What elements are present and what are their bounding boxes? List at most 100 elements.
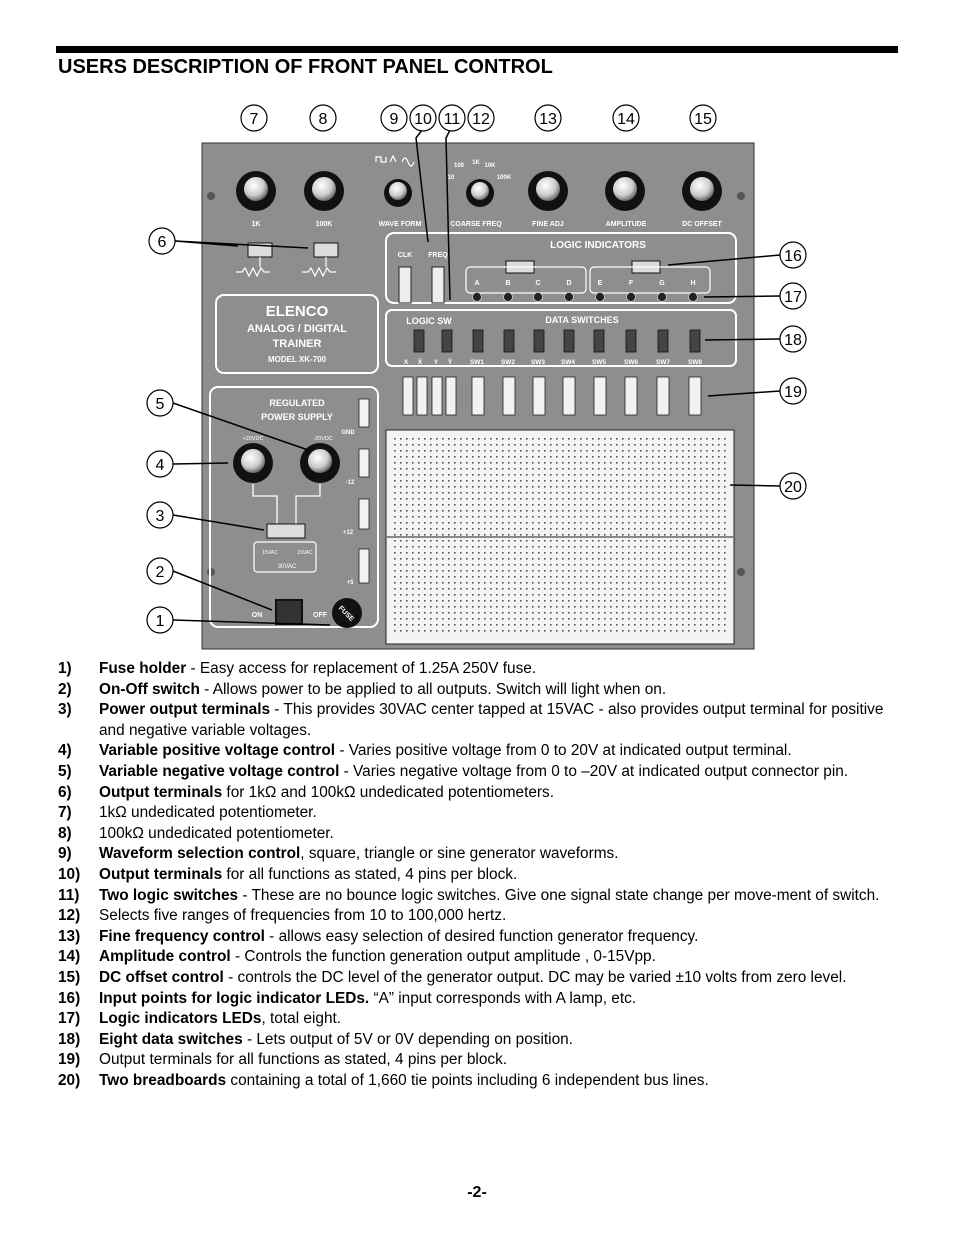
knob-label: DC OFFSET [682, 221, 722, 228]
callout-number: 19 [784, 384, 802, 401]
led-letter: C [535, 280, 540, 287]
callout-number: 12 [472, 111, 490, 128]
callout-circle [146, 389, 174, 417]
item-title: Waveform selection control [99, 845, 301, 863]
knob-minus-voltage[interactable] [300, 443, 340, 483]
psu-title-1: REGULATED [269, 398, 325, 408]
output-terminal-block[interactable] [562, 376, 576, 416]
item-title: Input points for logic indicator LEDs. [99, 989, 370, 1007]
switch-label: SW6 [624, 359, 638, 366]
rail-terminal-plus5[interactable] [358, 548, 370, 584]
item-title: DC offset control [99, 968, 224, 986]
knob-waveform[interactable] [384, 179, 412, 207]
on-off-switch[interactable] [275, 599, 303, 625]
item-text: containing a total of 1,660 tie points i… [226, 1071, 709, 1089]
output-terminal-block[interactable] [471, 376, 485, 416]
rail-terminal-gnd[interactable] [358, 398, 370, 428]
callout-number: 9 [390, 111, 399, 128]
output-terminal-block[interactable] [445, 376, 457, 416]
power-supply-outline [209, 386, 379, 628]
logic-indicators-label: LOGIC INDICATORS [550, 240, 646, 251]
callout-number: 8 [319, 111, 328, 128]
leader-line-6 [174, 240, 309, 249]
switch-label: Y [434, 359, 439, 366]
panel-screw [207, 192, 215, 200]
data-switch[interactable] [533, 329, 545, 353]
output-terminal-block[interactable] [502, 376, 516, 416]
callout-circle [779, 472, 807, 500]
callout-number: 3 [156, 508, 165, 525]
data-switch[interactable] [593, 329, 605, 353]
list-item: 6)Output terminals for 1kΩ and 100kΩ und… [58, 783, 900, 804]
knob-plus-voltage[interactable] [233, 443, 273, 483]
fuse-holder[interactable]: FUSE [332, 598, 362, 628]
freq-terminal[interactable] [431, 266, 445, 304]
rail-terminal-minus12[interactable] [358, 448, 370, 478]
knob-label: 1K [252, 221, 261, 228]
callout-circle [240, 104, 268, 132]
clk-label: CLK [398, 252, 412, 259]
led-letter: H [690, 280, 695, 287]
data-switch[interactable] [625, 329, 637, 353]
knob-label: WAVE FORM [379, 221, 422, 228]
clk-terminal[interactable] [398, 266, 412, 304]
callout-circle [380, 104, 408, 132]
knob-label: COARSE FREQ [450, 221, 502, 228]
callout-number: 10 [414, 111, 432, 128]
switch-label: Ȳ [448, 358, 453, 366]
data-switch[interactable] [689, 329, 701, 353]
data-switch[interactable] [563, 329, 575, 353]
output-terminal-block[interactable] [532, 376, 546, 416]
item-title: Output terminals [99, 865, 223, 883]
switch-label: SW3 [531, 359, 545, 366]
knob-100k[interactable] [304, 171, 344, 211]
output-terminal-block[interactable] [431, 376, 443, 416]
callout-circle [779, 282, 807, 310]
data-switch[interactable] [657, 329, 669, 353]
logic-switch-y[interactable] [441, 329, 453, 353]
logic-switch-x[interactable] [413, 329, 425, 353]
switch-label: X̄ [418, 357, 423, 366]
list-item: 19)Output terminals for all functions as… [58, 1050, 900, 1071]
knob-label: FINE ADJ [532, 221, 564, 228]
item-title: Variable positive voltage control [99, 742, 336, 760]
item-number: 14) [58, 948, 81, 966]
item-text: - Varies negative voltage from 0 to –20V… [339, 762, 849, 780]
leader-line-19 [707, 390, 781, 397]
knob-dc-offset[interactable] [682, 171, 722, 211]
output-terminal-block[interactable] [656, 376, 670, 416]
freq-scale-label: 10K [484, 163, 496, 169]
rail-label: -12 [346, 480, 355, 486]
panel-screw [737, 192, 745, 200]
output-terminal-block[interactable] [593, 376, 607, 416]
switch-label: SW4 [561, 359, 575, 366]
led-letter: B [505, 280, 510, 287]
leader-line-11 [445, 129, 451, 301]
output-terminal-block[interactable] [688, 376, 702, 416]
knob-fine-adj[interactable] [528, 171, 568, 211]
item-title: Two breadboards [99, 1071, 227, 1089]
data-switch[interactable] [503, 329, 515, 353]
item-title: Eight data switches [99, 1030, 243, 1048]
leader-line-2 [172, 570, 273, 611]
pot-terminal-100k[interactable] [313, 242, 339, 258]
leader-line-10 [415, 129, 429, 243]
output-terminal-block[interactable] [624, 376, 638, 416]
knob-coarse-freq[interactable] [466, 179, 494, 207]
knob-1k[interactable] [236, 171, 276, 211]
knob-amplitude[interactable] [605, 171, 645, 211]
model-number: MODEL XK-700 [268, 355, 327, 364]
logic-led [626, 292, 636, 302]
rail-label: +12 [343, 530, 354, 536]
output-terminal-block[interactable] [402, 376, 414, 416]
switch-strip-outline [385, 309, 737, 367]
rail-terminal-plus12[interactable] [358, 498, 370, 530]
power-output-terminals[interactable] [266, 523, 306, 539]
item-title: On-Off switch [99, 680, 200, 698]
data-switch[interactable] [472, 329, 484, 353]
item-title: Output terminals [99, 783, 223, 801]
item-text: - allows easy selection of desired funct… [264, 927, 699, 945]
output-terminal-block[interactable] [416, 376, 428, 416]
logic-led [533, 292, 543, 302]
top-rule [56, 46, 898, 53]
